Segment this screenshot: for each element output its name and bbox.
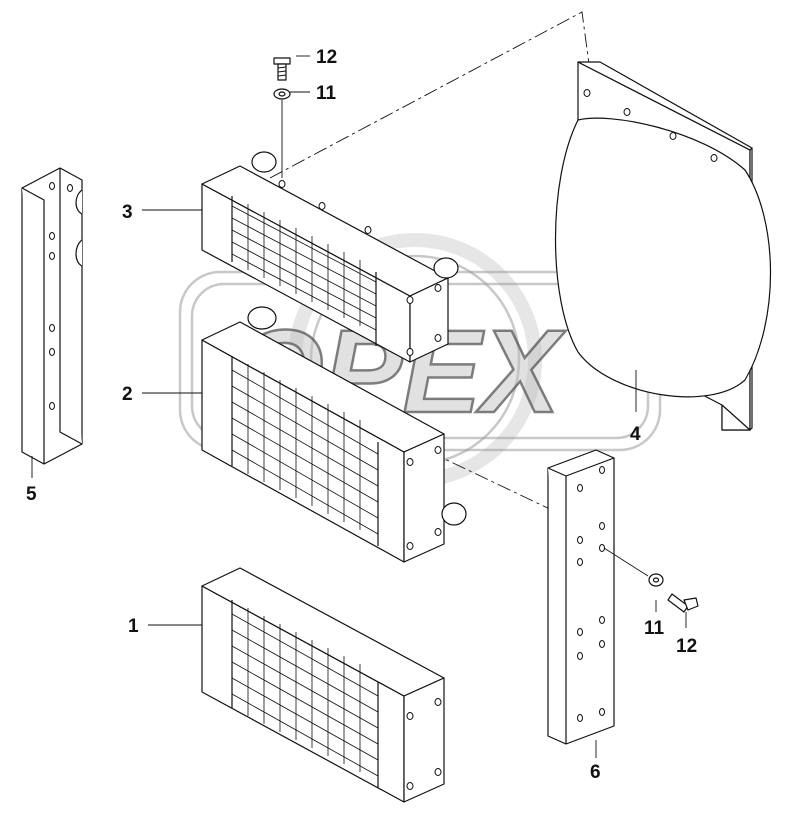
right-bracket-part-6 xyxy=(547,449,615,745)
fan-shroud-part-4 xyxy=(554,61,772,431)
washer-top-part-11 xyxy=(273,88,291,100)
upper-cooler-part-3 xyxy=(201,151,459,363)
callout-12-top: 12 xyxy=(316,47,337,68)
lower-cooler-part-1 xyxy=(201,567,445,803)
callout-11-top: 11 xyxy=(316,83,337,104)
washer-right-part-11 xyxy=(648,573,664,587)
callout-1: 1 xyxy=(128,616,139,637)
callout-12-right: 12 xyxy=(676,636,697,657)
callout-5: 5 xyxy=(26,484,37,505)
assembly-centerline xyxy=(269,11,593,513)
bolt-top-part-12 xyxy=(273,57,291,81)
callout-3: 3 xyxy=(122,202,133,223)
callout-2: 2 xyxy=(122,384,133,405)
callout-11-right: 11 xyxy=(644,618,665,639)
callout-4: 4 xyxy=(630,424,641,445)
bolt-right-part-12 xyxy=(667,593,699,613)
callout-6: 6 xyxy=(590,762,601,783)
left-bracket-part-5 xyxy=(21,167,83,465)
callout-leaders xyxy=(31,55,687,758)
middle-cooler-part-2 xyxy=(201,306,467,563)
